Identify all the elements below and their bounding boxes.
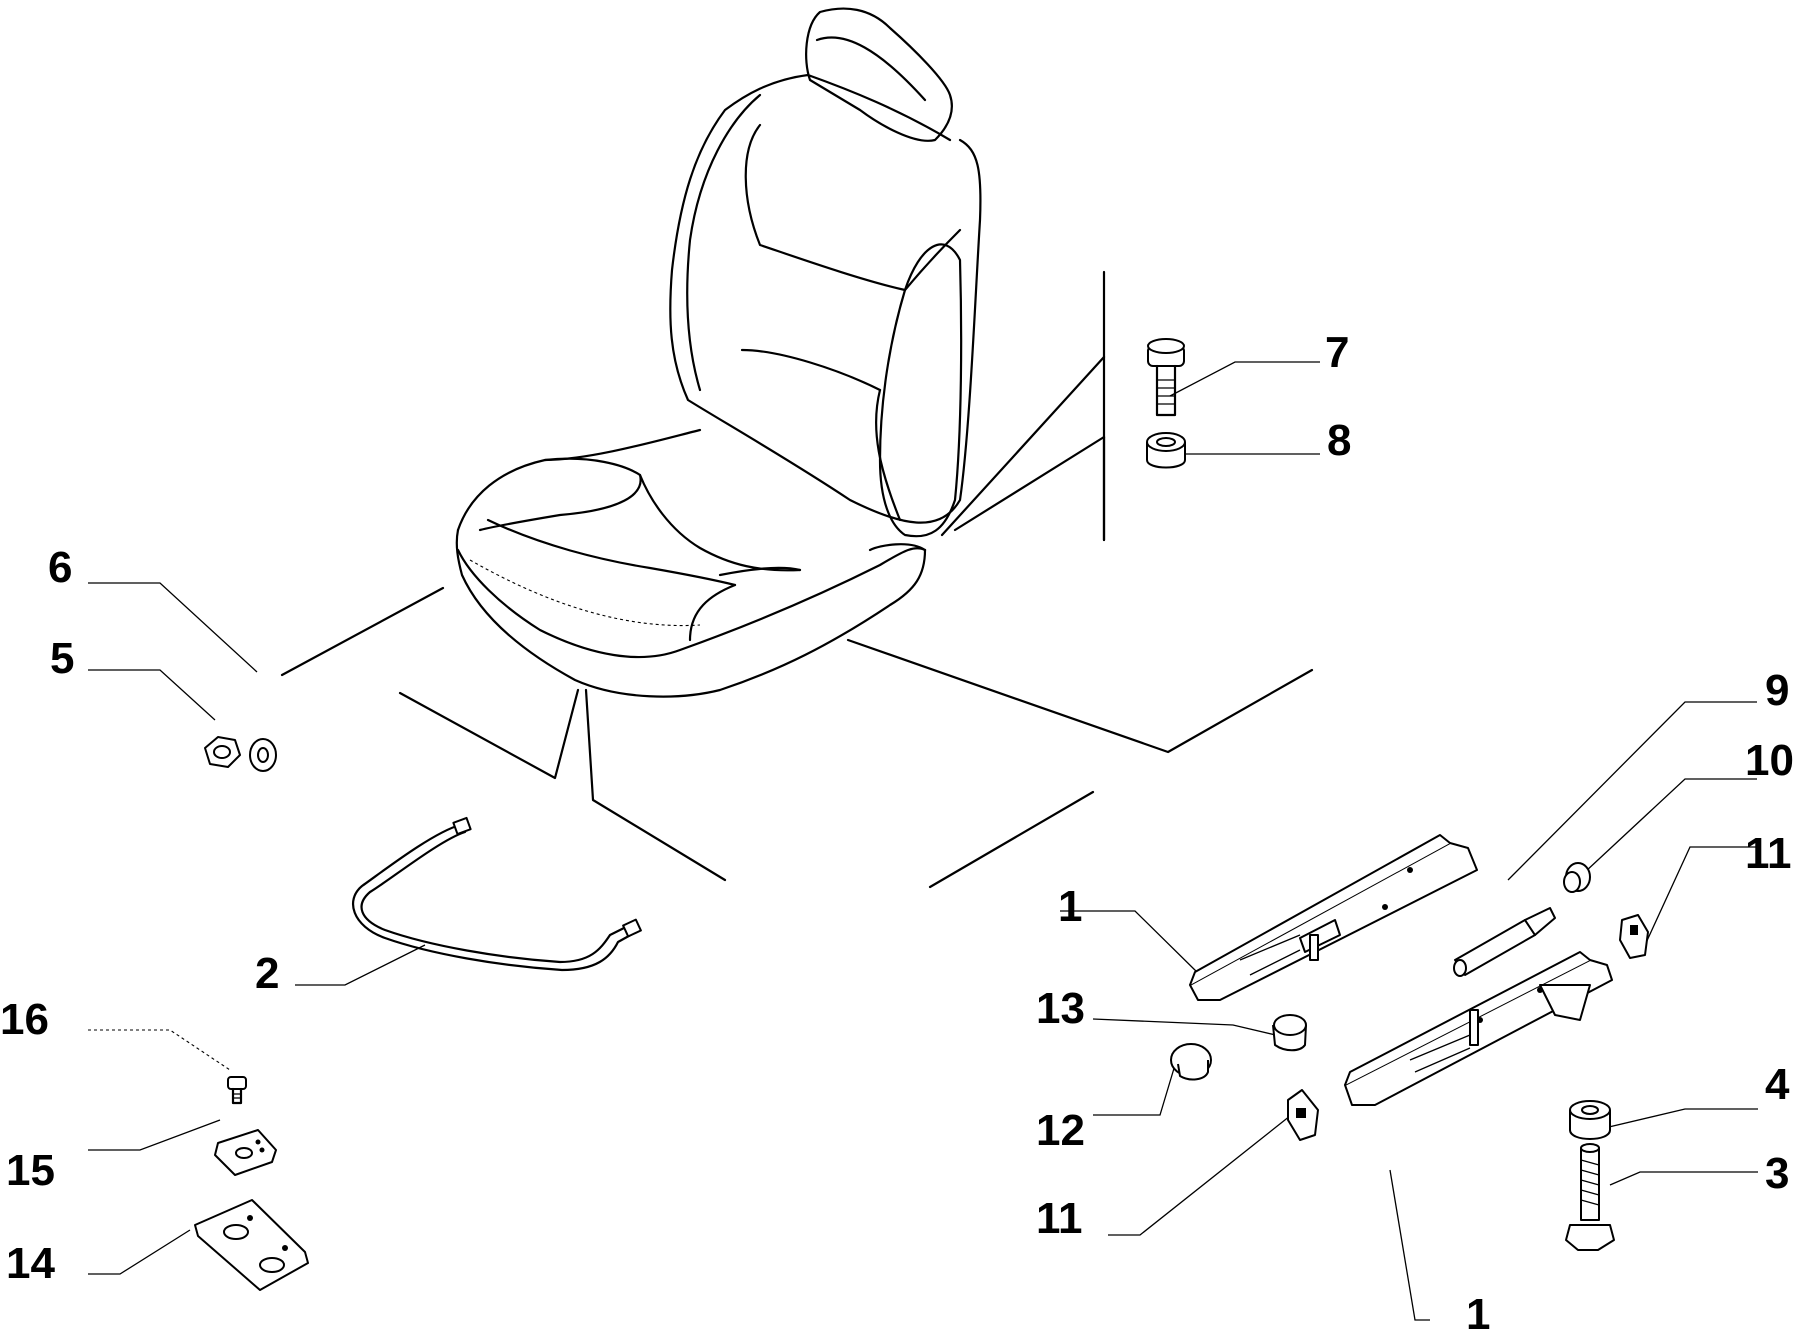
- callout-9: 9: [1765, 666, 1789, 715]
- callout-16: 16: [0, 995, 49, 1044]
- callout-labels: 1 1 2 3 4 5 6 7 8 9 10 11 11 12 13 14 15…: [0, 328, 1794, 1331]
- callout-11-upper: 11: [1745, 829, 1792, 878]
- plate-part-15: [214, 1129, 277, 1176]
- callout-2: 2: [255, 949, 279, 998]
- nut-part-5: [204, 736, 241, 768]
- callout-5: 5: [50, 634, 74, 683]
- bushing-part-10: [1563, 862, 1591, 893]
- callout-6: 6: [48, 543, 72, 592]
- callout-15: 15: [6, 1146, 55, 1195]
- clip-part-11-upper: [1619, 914, 1649, 959]
- spacer-part-4: [1569, 1100, 1611, 1140]
- headrest: [805, 7, 953, 142]
- seat-cushion: [456, 457, 642, 532]
- callout-10: 10: [1745, 736, 1794, 785]
- rail-part-1-upper: [1189, 834, 1478, 1001]
- leader-lines: [88, 270, 1758, 1321]
- plug-part-12: [1170, 1043, 1212, 1081]
- plate-part-14: [194, 1199, 309, 1291]
- callout-1-lower: 1: [1466, 1290, 1490, 1331]
- callout-4: 4: [1765, 1060, 1790, 1109]
- callout-12: 12: [1036, 1106, 1085, 1155]
- callout-3: 3: [1765, 1149, 1789, 1198]
- bush-part-13: [1272, 1014, 1307, 1052]
- callout-7: 7: [1325, 328, 1349, 377]
- screw-part-16: [227, 1076, 247, 1105]
- rod-part-2: [352, 816, 642, 972]
- rail-part-1-lower: [1344, 951, 1613, 1106]
- washer-part-6: [249, 738, 277, 772]
- spacer-part-8: [1146, 432, 1186, 469]
- callout-11-lower: 11: [1036, 1194, 1083, 1243]
- bolt-part-3: [1565, 1143, 1615, 1251]
- callout-8: 8: [1327, 416, 1351, 465]
- callout-1-upper: 1: [1058, 882, 1082, 931]
- clip-part-11-lower: [1287, 1089, 1319, 1141]
- seat-assembly: [455, 7, 982, 698]
- callout-14: 14: [6, 1239, 55, 1288]
- pin-part-9: [1453, 907, 1556, 977]
- bolt-part-7: [1147, 338, 1185, 417]
- backrest: [669, 73, 982, 524]
- callout-13: 13: [1036, 984, 1085, 1033]
